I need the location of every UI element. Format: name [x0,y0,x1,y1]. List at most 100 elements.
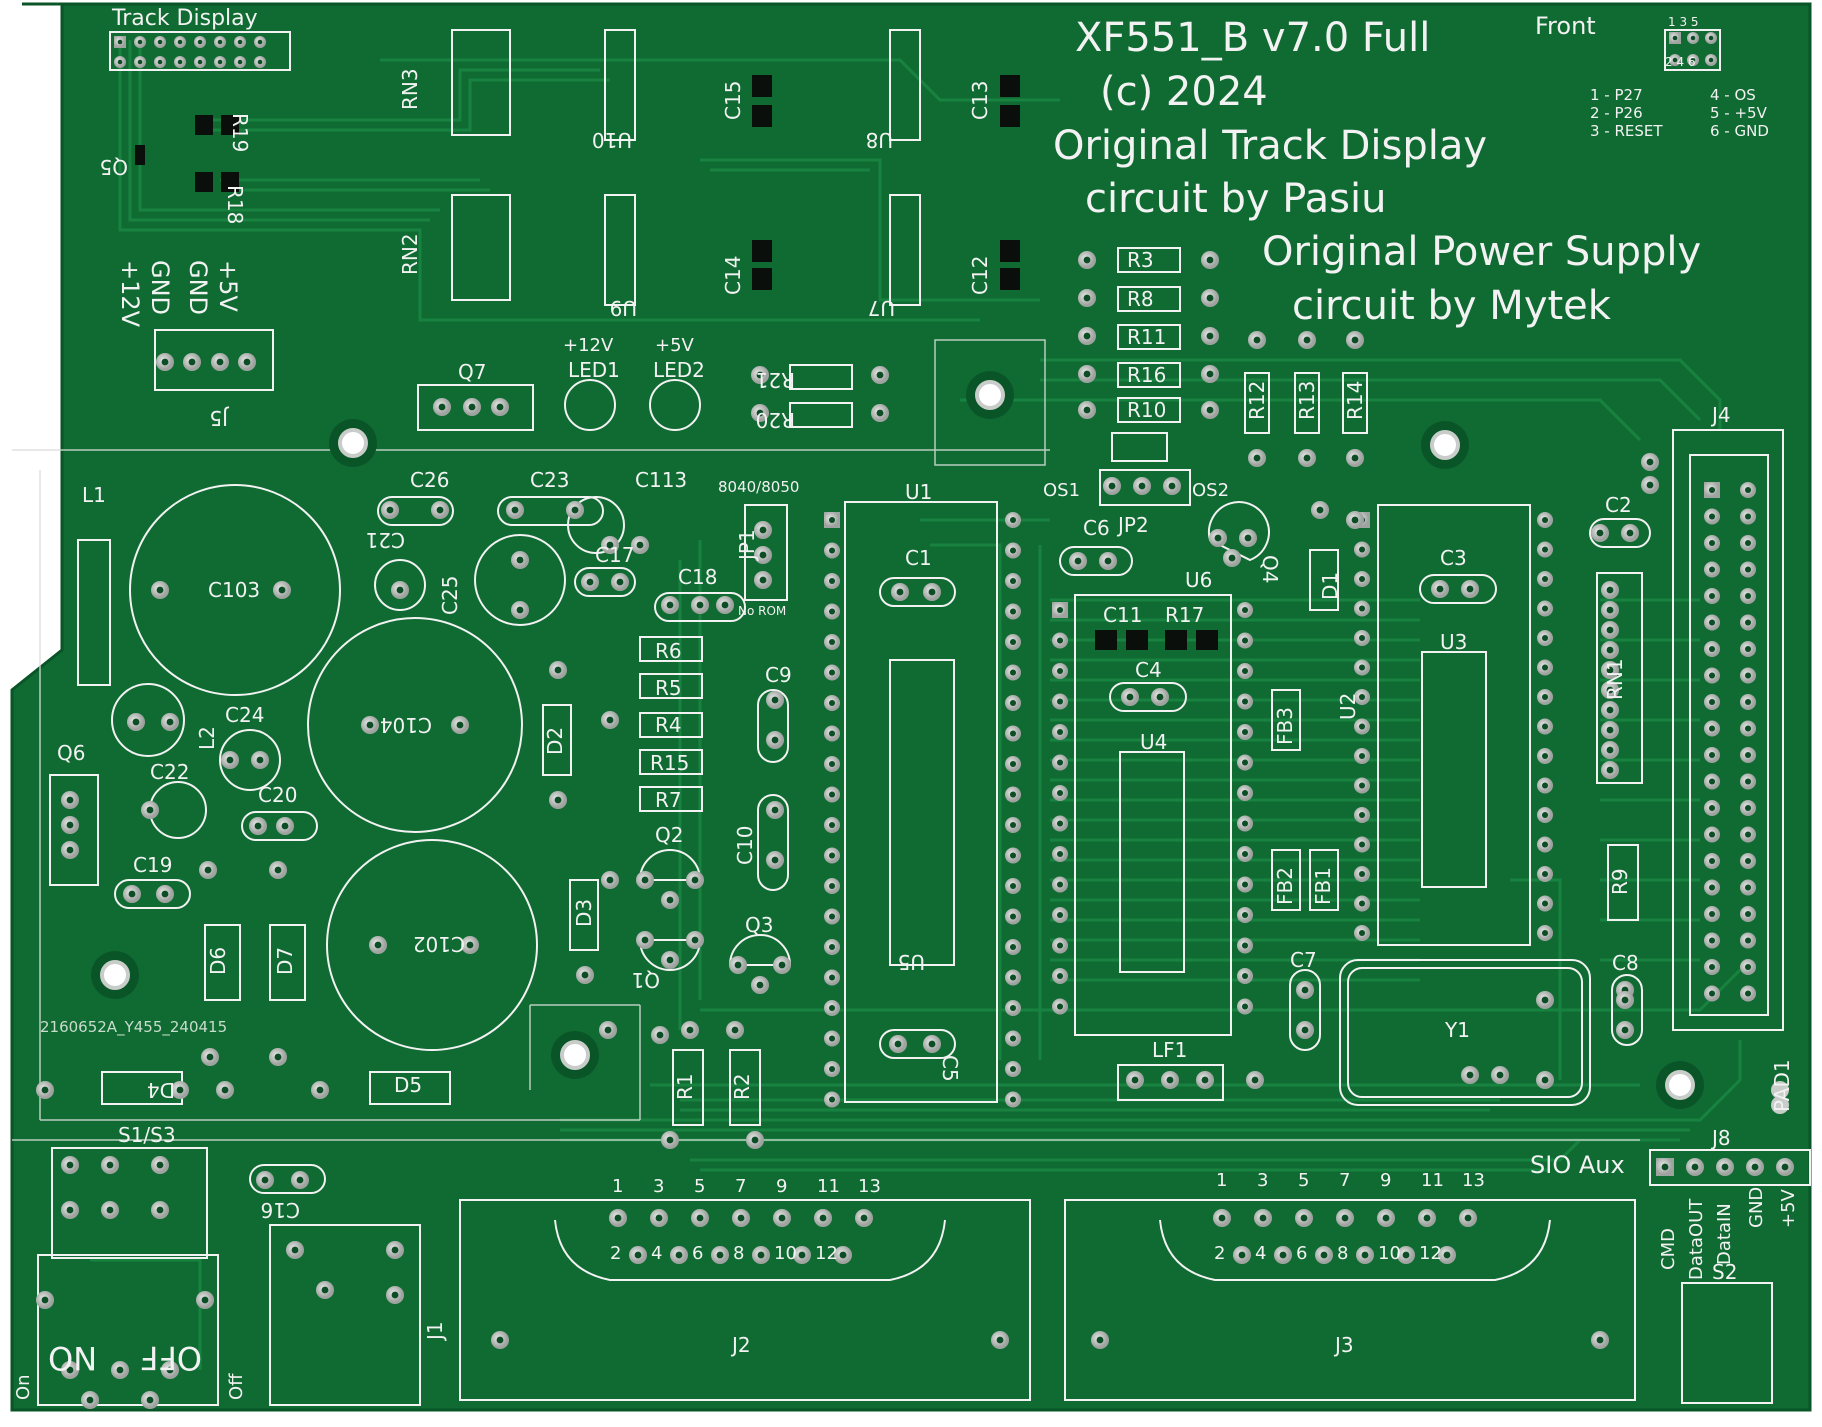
ref-fb2: FB2 [1273,867,1297,905]
track-display-label: Track Display [112,6,258,31]
pad-hole [1541,634,1549,642]
pad-hole [1206,332,1214,340]
ref-c14: C14 [721,255,745,295]
pad-hole [1056,820,1064,827]
j2-pin-number: 9 [776,1176,788,1197]
pad-hole [756,409,764,417]
pad-hole [675,1251,683,1259]
pad-hole [1541,546,1549,553]
pad-hole [641,876,649,884]
pad-hole [1083,406,1091,414]
pad-hole [1206,370,1214,378]
pad-hole [1541,752,1549,760]
ref-j4: J4 [1712,403,1731,427]
pad-hole [1009,913,1017,920]
pad-hole [1244,534,1252,542]
j3-pin-number: 11 [1421,1170,1444,1191]
pad-hole [1541,900,1549,907]
pad-hole [1056,759,1064,766]
pinout-1: 1 - P27 [1590,86,1643,104]
ref-c26: C26 [410,468,450,492]
pad-hole [896,588,904,596]
pinout-3: 3 - RESET [1590,122,1663,140]
pad-hole [691,876,699,884]
pad-hole [1541,664,1549,671]
pad-hole [1744,910,1752,918]
pad-hole [1241,698,1249,705]
pad-hole [1621,996,1629,1004]
j2-pin-number: 12 [815,1243,838,1264]
pad-hole [1074,557,1082,565]
pad-hole [1464,1214,1472,1222]
pad-hole [894,1040,902,1048]
pad-hole [1606,726,1614,734]
ref-jp2: JP2 [1118,513,1149,537]
pad-hole [1646,481,1654,489]
ref-q6: Q6 [57,741,86,765]
pad-hole [132,718,140,726]
ref-r14: R14 [1343,380,1367,420]
pad-hole [1691,1163,1699,1171]
switch-off-big: OFF [140,1339,202,1377]
j5-pin-5v: +5V [214,260,242,312]
pad-hole [1228,554,1236,562]
pinout-5: 5 - +5V [1710,104,1767,122]
pad-hole [1358,870,1366,878]
pad-hole [606,716,614,724]
pad-hole [1690,35,1696,41]
ref-c1: C1 [905,546,932,570]
pad-hole [1009,669,1017,676]
pad-hole [1541,929,1549,937]
pad-hole [1781,1163,1789,1171]
pad-hole [1279,1251,1287,1259]
pad-hole [716,1251,724,1259]
ref-y1: Y1 [1445,1018,1470,1042]
j3-pin-number: 7 [1339,1170,1351,1191]
pad-hole [386,506,394,514]
ref-u6: U6 [1185,568,1213,592]
pad-hole [1241,820,1249,827]
pad-hole [1708,539,1716,547]
j2-pin-number: 11 [817,1176,840,1197]
pad-hole [1744,751,1752,759]
pad-hole [106,1206,114,1214]
pad-hole [581,971,589,979]
pad-hole [1104,557,1112,565]
ref-q5: Q5 [99,155,128,179]
j3-pin-number: 8 [1337,1243,1349,1264]
pad-hole [1358,693,1366,701]
pad-hole [606,876,614,884]
ref-d6: D6 [206,946,230,975]
j3-pin-number: 5 [1298,1170,1310,1191]
ref-rn2: RN2 [398,233,422,275]
pad-hole [1541,516,1549,524]
pad-hole [666,601,674,609]
pad-hole [1672,35,1678,41]
pad-hole [516,606,524,614]
pad-hole [828,760,836,768]
ref-rn3: RN3 [398,68,422,110]
pad-hole [86,1396,94,1404]
pad-hole [1744,990,1752,997]
pad-hole [828,852,836,859]
pad-hole [221,1086,229,1094]
pad-hole [436,506,444,514]
pad-hole [254,822,262,830]
jp1-option-label: 8040/8050 [718,478,800,496]
pad-hole [636,541,644,549]
pad-hole [1690,57,1696,63]
pad-hole [1708,35,1714,41]
pad-hole [1708,57,1714,63]
pad-hole [496,1336,504,1344]
pad-hole [1708,884,1716,891]
pad-hole [696,601,704,609]
pad-hole [1436,585,1444,593]
pad-hole [1241,759,1249,766]
led1-voltage: +12V [563,335,614,356]
pad-hole [1009,699,1017,707]
ref-q3: Q3 [745,913,774,937]
jp2-os2-label: OS2 [1192,480,1230,501]
pad-hole [996,1336,1004,1344]
pad-hole [166,718,174,726]
